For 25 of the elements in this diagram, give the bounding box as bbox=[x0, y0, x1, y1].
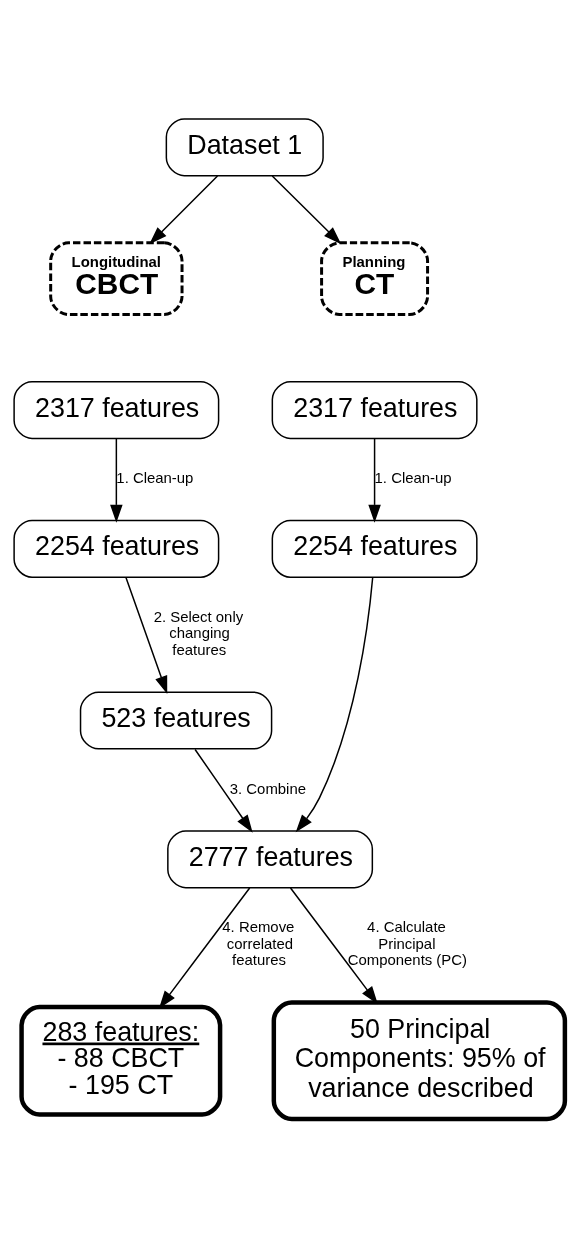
node-box: Dataset 1 bbox=[165, 117, 324, 176]
node-box: 2254 features bbox=[13, 519, 220, 578]
edge-label: 1. Clean-up bbox=[374, 468, 452, 486]
arrow bbox=[125, 576, 168, 694]
node-box: 283 features: - 88 CBCT - 195 CT bbox=[19, 1004, 223, 1117]
node-box: 2317 features bbox=[13, 380, 220, 439]
node-box: 2317 features bbox=[271, 380, 478, 439]
arrow bbox=[149, 174, 219, 244]
node-box: Planning CT bbox=[320, 240, 430, 316]
arrow bbox=[271, 174, 342, 244]
arrow bbox=[289, 886, 378, 1004]
edge-label: 4. Calculate Principal Components (PC) bbox=[347, 917, 468, 968]
edge-label: 1. Clean-up bbox=[116, 468, 194, 486]
node-box: 50 Principal Components: 95% of variance described bbox=[271, 999, 568, 1121]
arrow bbox=[110, 437, 123, 523]
node-box: 2254 features bbox=[271, 519, 478, 578]
arrow bbox=[194, 748, 253, 833]
edge-label: 2. Select only changing features bbox=[153, 607, 244, 658]
edge-label: 3. Combine bbox=[229, 779, 307, 797]
node-box: 2777 features bbox=[167, 829, 374, 888]
arrow bbox=[368, 437, 381, 523]
node-box: Longitudinal CBCT bbox=[49, 240, 184, 316]
edge-label: 4. Remove correlated features bbox=[222, 917, 295, 968]
arrow bbox=[295, 576, 374, 832]
node-box: 523 features bbox=[79, 690, 273, 750]
